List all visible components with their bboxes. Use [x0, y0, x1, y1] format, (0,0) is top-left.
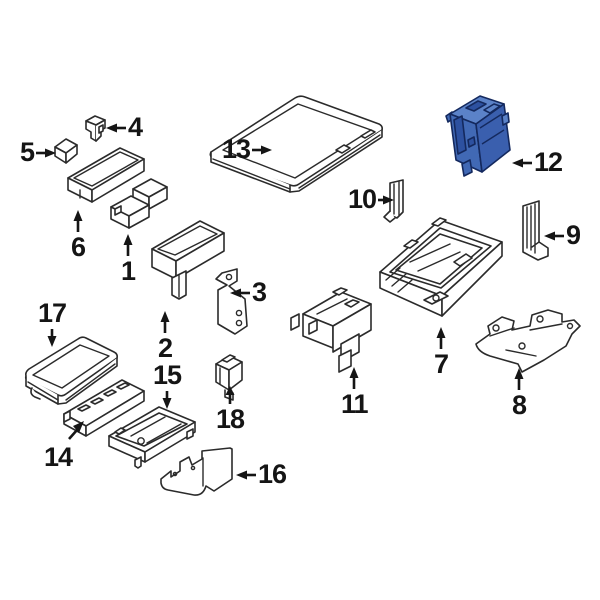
part-9[interactable] — [514, 198, 556, 266]
part-label-15[interactable]: 15 — [153, 360, 182, 390]
part-14[interactable] — [56, 364, 154, 442]
part-label-3[interactable]: 3 — [252, 277, 267, 307]
callout-arrow-11 — [349, 367, 359, 389]
part-6-drawing — [67, 147, 145, 203]
part-3-drawing — [215, 268, 248, 335]
callout-2: 2 — [158, 311, 173, 363]
part-label-11[interactable]: 11 — [341, 389, 369, 419]
part-4[interactable] — [82, 113, 112, 145]
callout-arrow-5 — [36, 148, 57, 157]
callout-arrow-18 — [225, 386, 235, 404]
callout-14: 14 — [44, 420, 102, 472]
part-label-13[interactable]: 13 — [222, 134, 251, 164]
part-16[interactable] — [156, 446, 244, 510]
callout-arrow-4 — [106, 123, 126, 132]
part-label-12[interactable]: 12 — [534, 147, 563, 177]
part-label-4[interactable]: 4 — [128, 112, 143, 142]
callout-16: 16 — [236, 459, 287, 489]
part-15-drawing — [108, 406, 196, 469]
callout-1: 1 — [121, 234, 136, 286]
callout-arrow-1 — [123, 234, 133, 256]
callout-arrow-16 — [236, 470, 256, 479]
part-label-7[interactable]: 7 — [434, 349, 449, 379]
part-11-drawing — [290, 287, 372, 373]
part-13-drawing — [209, 95, 383, 193]
part-12[interactable] — [436, 88, 518, 186]
part-label-8[interactable]: 8 — [512, 390, 527, 420]
callout-arrow-8 — [514, 368, 524, 390]
callout-13: 13 — [222, 134, 273, 164]
part-11[interactable] — [283, 278, 391, 376]
part-label-18[interactable]: 18 — [216, 404, 245, 434]
callout-arrow-13 — [252, 145, 273, 154]
callout-arrow-6 — [73, 210, 83, 232]
callout-arrow-14 — [68, 421, 84, 440]
part-13[interactable] — [203, 86, 393, 204]
part-1[interactable] — [103, 173, 183, 241]
part-label-16[interactable]: 16 — [258, 459, 287, 489]
part-10-drawing — [383, 179, 404, 223]
callout-arrow-10 — [378, 195, 395, 204]
part-3[interactable] — [206, 268, 256, 340]
part-2[interactable] — [142, 205, 234, 315]
part-8[interactable] — [466, 302, 584, 378]
part-label-1[interactable]: 1 — [121, 256, 136, 286]
callout-arrow-7 — [436, 327, 446, 349]
callout-12: 12 — [512, 147, 563, 177]
callout-arrow-12 — [512, 158, 532, 167]
callout-15: 15 — [153, 360, 182, 409]
part-10[interactable] — [382, 178, 412, 230]
callout-11: 11 — [341, 367, 369, 419]
callout-9: 9 — [544, 220, 581, 250]
callout-10: 10 — [348, 184, 395, 214]
part-16-drawing — [160, 447, 233, 496]
part-2-drawing — [151, 220, 225, 300]
part-17[interactable] — [18, 324, 126, 414]
callout-arrow-17 — [47, 329, 57, 347]
part-label-2[interactable]: 2 — [158, 333, 173, 363]
part-label-5[interactable]: 5 — [20, 137, 35, 167]
callout-7: 7 — [434, 327, 449, 379]
part-6[interactable] — [60, 138, 152, 216]
part-15[interactable] — [101, 394, 205, 482]
part-label-9[interactable]: 9 — [566, 220, 581, 250]
callout-arrow-15 — [162, 391, 172, 409]
part-7[interactable] — [370, 200, 515, 335]
callout-arrow-3 — [230, 288, 250, 297]
part-label-14[interactable]: 14 — [44, 442, 73, 472]
callout-arrow-9 — [544, 231, 564, 240]
part-label-6[interactable]: 6 — [71, 232, 86, 262]
callout-17: 17 — [38, 298, 67, 347]
callout-5: 5 — [20, 137, 57, 167]
part-12-drawing — [445, 95, 511, 177]
part-1-drawing — [110, 178, 168, 229]
part-label-17[interactable]: 17 — [38, 298, 67, 328]
part-17-drawing — [24, 336, 118, 405]
callout-arrow-2 — [160, 311, 170, 333]
callout-6: 6 — [71, 210, 86, 262]
callout-18: 18 — [216, 386, 245, 434]
callout-3: 3 — [230, 277, 267, 307]
part-label-10[interactable]: 10 — [348, 184, 377, 214]
part-5-drawing — [54, 138, 78, 164]
part-9-drawing — [522, 200, 549, 261]
part-7-drawing — [379, 217, 503, 317]
part-14-drawing — [63, 379, 145, 437]
part-4-drawing — [85, 115, 106, 142]
callout-8: 8 — [512, 368, 527, 420]
part-8-drawing — [475, 309, 581, 373]
callout-4: 4 — [106, 112, 143, 142]
part-5[interactable] — [51, 136, 81, 168]
